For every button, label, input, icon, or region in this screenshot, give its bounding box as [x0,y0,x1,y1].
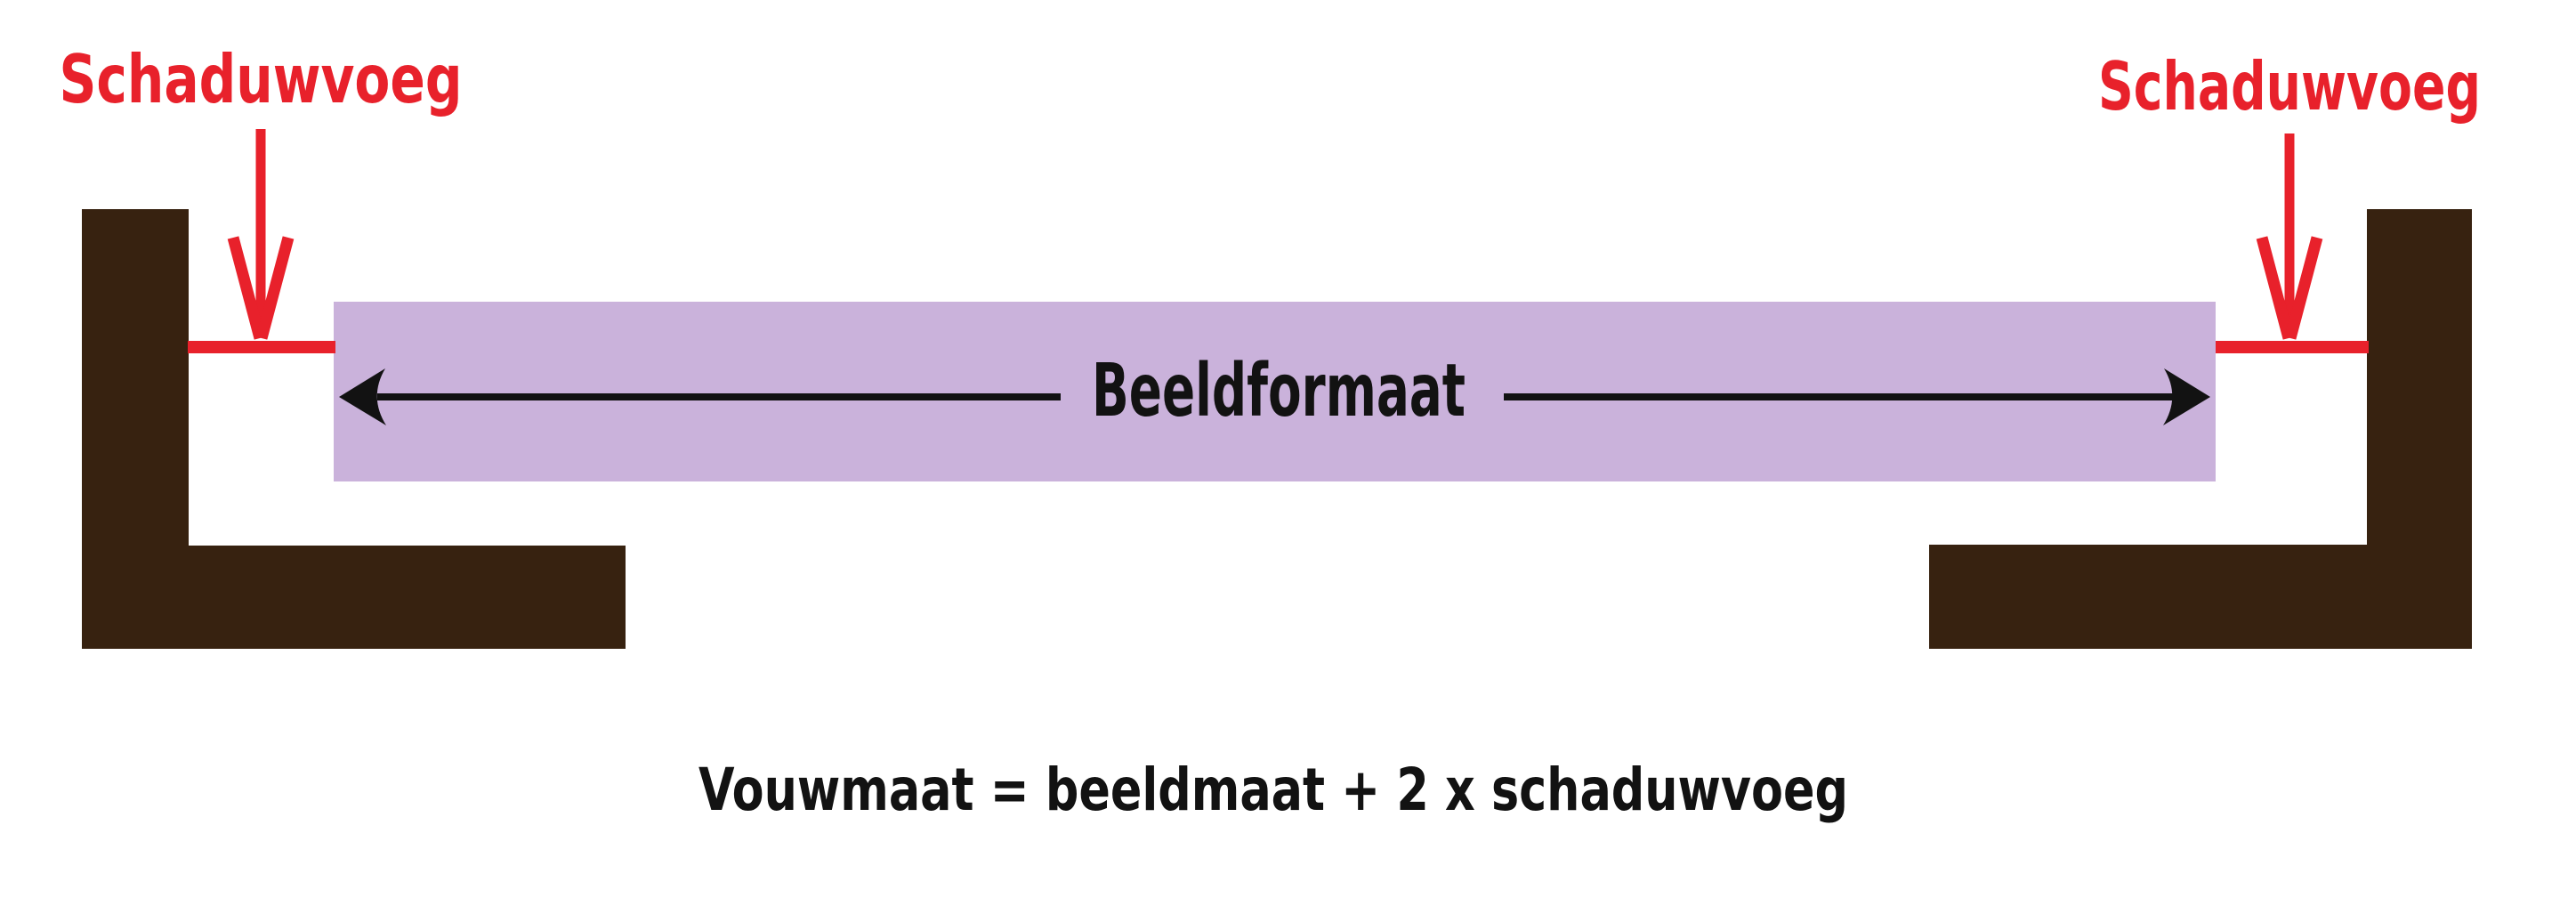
schaduwvoeg-label-left: Schaduwvoeg [60,40,463,118]
frame-left-foot [82,546,626,649]
shadow-gap-line-right [2216,341,2369,353]
frame-right-foot [1929,545,2472,649]
formula-text: Vouwmaat = beeldmaat + 2 x schaduwvoeg [699,756,1848,824]
shadow-gap-line-left [188,341,335,353]
artwork-panel [334,302,2216,481]
shadow-gap-arrow-left-icon [227,129,295,340]
schaduwvoeg-label-right: Schaduwvoeg [2098,47,2481,125]
beeldformaat-label: Beeldformaat [1092,349,1466,433]
beeldformaat-dimension-arrow-icon [339,368,2210,425]
shadow-gap-arrow-right-icon [2256,133,2323,340]
